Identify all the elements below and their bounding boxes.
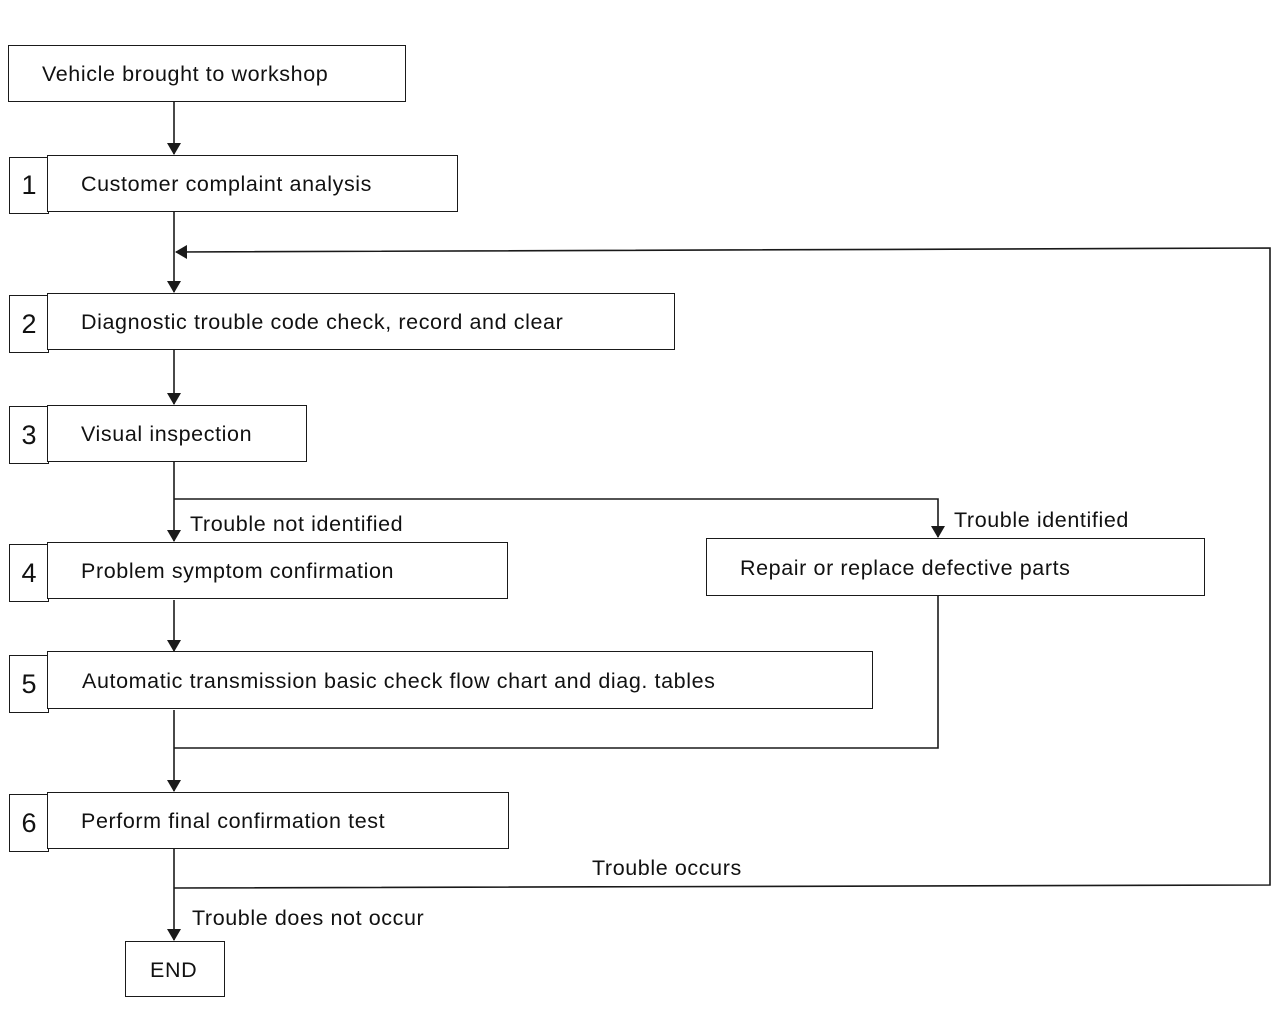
start-label: Vehicle brought to workshop <box>42 62 329 86</box>
trouble-does-not-occur-label: Trouble does not occur <box>192 906 425 930</box>
step-4-number: 4 <box>21 557 37 588</box>
step-1-number: 1 <box>21 170 37 200</box>
step-6-number-box: 6 <box>9 794 49 852</box>
repair-label: Repair or replace defective parts <box>740 556 1071 580</box>
step-6-number: 6 <box>21 807 37 838</box>
step-2-box: Diagnostic trouble code check, record an… <box>47 293 675 350</box>
step-5-box: Automatic transmission basic check flow … <box>47 651 873 709</box>
step-1-box: Customer complaint analysis <box>47 155 458 212</box>
repair-box: Repair or replace defective parts <box>706 538 1205 596</box>
step-1-label: Customer complaint analysis <box>81 172 373 196</box>
step-2-number: 2 <box>21 308 37 339</box>
step-6-label: Perform final confirmation test <box>81 809 386 833</box>
step-5-number-box: 5 <box>9 655 49 713</box>
step-4-box: Problem symptom confirmation <box>47 542 508 599</box>
step-5-number: 5 <box>21 668 37 699</box>
start-box: Vehicle brought to workshop <box>8 45 406 102</box>
step-3-label: Visual inspection <box>81 422 253 446</box>
step-6-box: Perform final confirmation test <box>47 792 509 849</box>
trouble-not-identified-label: Trouble not identified <box>190 512 404 536</box>
trouble-occurs-label: Trouble occurs <box>592 856 742 880</box>
step-5-label: Automatic transmission basic check flow … <box>82 669 716 693</box>
end-box: END <box>125 941 225 997</box>
step-4-label: Problem symptom confirmation <box>81 559 395 583</box>
step-2-label: Diagnostic trouble code check, record an… <box>81 310 564 334</box>
line-repair-return <box>174 596 939 749</box>
arrow-trouble-occurs-loop <box>173 244 1271 889</box>
step-3-number: 3 <box>21 419 37 450</box>
arrow-to-repair <box>174 498 945 538</box>
step-3-box: Visual inspection <box>47 405 307 462</box>
step-1-number-box: 1 <box>9 157 49 214</box>
step-3-number-box: 3 <box>9 406 49 464</box>
step-4-number-box: 4 <box>9 544 49 602</box>
trouble-identified-label: Trouble identified <box>954 508 1129 532</box>
step-2-number-box: 2 <box>9 295 49 353</box>
end-label: END <box>150 958 198 982</box>
